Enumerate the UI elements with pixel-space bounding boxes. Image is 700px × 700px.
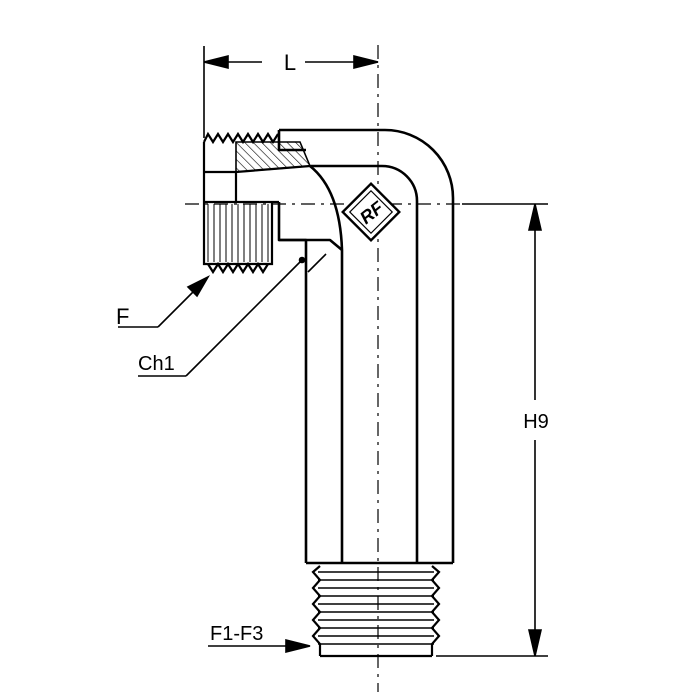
rf-logo: [341, 182, 401, 242]
callout-f1f3-label: F1-F3: [210, 623, 263, 645]
male-thread-left: [311, 565, 322, 656]
thread-pitch-lines: [207, 204, 269, 262]
male-thread-pitch-lines: [318, 571, 434, 645]
leg-left-outline: [277, 130, 308, 563]
bore-outline: [310, 164, 419, 563]
fitting-body: [277, 128, 455, 565]
dimension-h9: [436, 203, 548, 657]
thread-teeth-top: [203, 131, 279, 145]
center-lines: [185, 45, 462, 692]
male-thread-right: [430, 565, 441, 656]
callout-ch1-leader: [138, 253, 327, 377]
port-outline: [202, 142, 311, 266]
male-thread-section: [311, 565, 441, 658]
outer-bend-outline: [279, 128, 455, 563]
dimension-h9-label: H9: [523, 411, 549, 433]
dimension-l: [203, 46, 379, 138]
callout-f-leader: [118, 275, 211, 328]
callout-ch1-label: Ch1: [138, 353, 175, 375]
dimension-l-label: L: [284, 50, 296, 75]
thread-teeth-bottom: [207, 261, 269, 275]
callout-f1f3-leader: [208, 638, 311, 654]
chamfer-cone: [279, 238, 343, 251]
female-thread-section: [202, 131, 312, 275]
callout-f-label: F: [116, 304, 129, 329]
inner-corner: [309, 164, 344, 251]
